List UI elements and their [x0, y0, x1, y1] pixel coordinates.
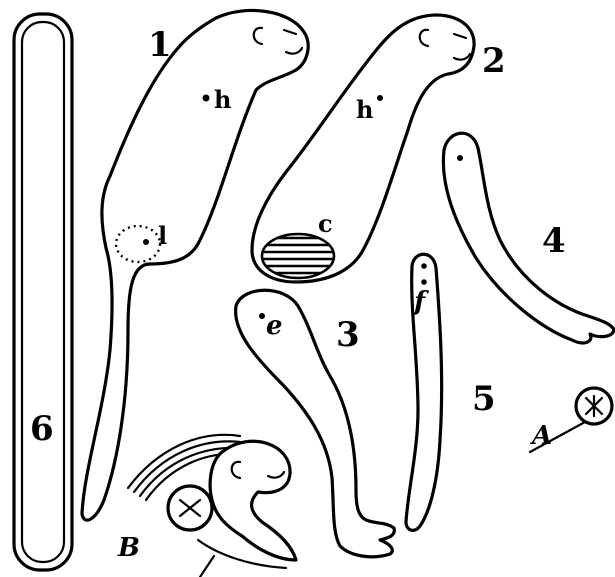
inset-b-head: [210, 441, 296, 560]
figure-1-point-l: [143, 239, 149, 245]
inset-b-tail-line: [200, 556, 214, 577]
figure-4: 4: [443, 133, 614, 343]
figure-4-point: [457, 155, 463, 161]
inset-b-letter: B: [117, 533, 140, 563]
figure-5-dot-upper: [421, 263, 427, 269]
inset-a: A: [529, 388, 612, 452]
figure-3-outline: [236, 290, 395, 557]
figure-5: f 5: [406, 254, 496, 530]
figure-6-number: 6: [30, 409, 54, 449]
figure-3-number: 3: [336, 315, 360, 355]
inset-a-letter: A: [529, 421, 552, 451]
figure-2-label-c: c: [318, 209, 333, 238]
figure-4-number: 4: [542, 221, 566, 261]
figure-4-outline: [443, 133, 614, 343]
figure-3-label-e: e: [266, 311, 283, 341]
figure-3-point-e: [259, 313, 265, 319]
figure-2-point-h: [377, 95, 383, 101]
figure-5-dot-lower: [421, 279, 427, 285]
figure-5-number: 5: [472, 379, 496, 419]
figure-1-number: 1: [148, 25, 172, 65]
figure-1-label-l: l: [158, 221, 167, 250]
figure-3: e 3: [236, 290, 395, 557]
figure-1-label-h: h: [214, 85, 231, 114]
figure-2-number: 2: [482, 41, 506, 81]
figure-2-label-h: h: [356, 95, 373, 124]
inset-b: B: [117, 435, 296, 577]
figure-6: 6: [14, 14, 72, 570]
figure-1-point-h: [203, 95, 210, 102]
